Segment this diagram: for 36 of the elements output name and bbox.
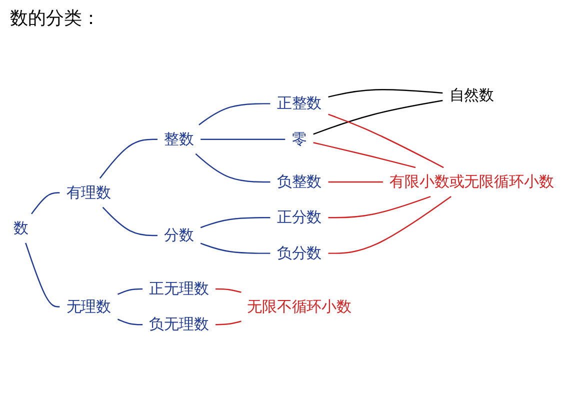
node-text: 无限不循环小数 xyxy=(247,298,352,316)
node-text: 有理数 xyxy=(66,184,112,202)
node-text: 正分数 xyxy=(276,208,322,226)
node-text: 负无理数 xyxy=(149,316,209,334)
connector xyxy=(200,217,270,228)
connector xyxy=(200,138,286,140)
connector xyxy=(31,192,60,214)
node-text: 有限小数或无限循环小数 xyxy=(390,173,554,191)
connector xyxy=(195,153,270,183)
connector xyxy=(117,318,143,326)
connector xyxy=(99,138,158,179)
connector xyxy=(313,100,443,135)
connector xyxy=(25,242,60,308)
node-text: 零 xyxy=(292,130,307,148)
connector xyxy=(200,242,270,254)
node-text: 负分数 xyxy=(276,244,322,262)
node-text: 正无理数 xyxy=(149,280,209,298)
connector xyxy=(328,88,443,98)
node-text: 正整数 xyxy=(276,94,322,112)
node-text: 整数 xyxy=(164,130,194,148)
node-text: 负整数 xyxy=(276,173,322,191)
connector xyxy=(328,181,383,183)
connector xyxy=(216,320,242,326)
connector xyxy=(328,196,452,254)
node-text: 分数 xyxy=(164,226,194,244)
node-text: 自然数 xyxy=(449,86,494,104)
connector xyxy=(117,288,143,295)
node-text: 无理数 xyxy=(66,298,112,316)
node-text: 数 xyxy=(13,220,28,238)
diagram-title: 数的分类： xyxy=(9,7,101,30)
connector xyxy=(328,114,444,168)
connector xyxy=(216,288,242,293)
connector xyxy=(198,103,270,126)
connector xyxy=(313,142,416,168)
connector xyxy=(102,206,158,236)
connector xyxy=(328,196,431,218)
